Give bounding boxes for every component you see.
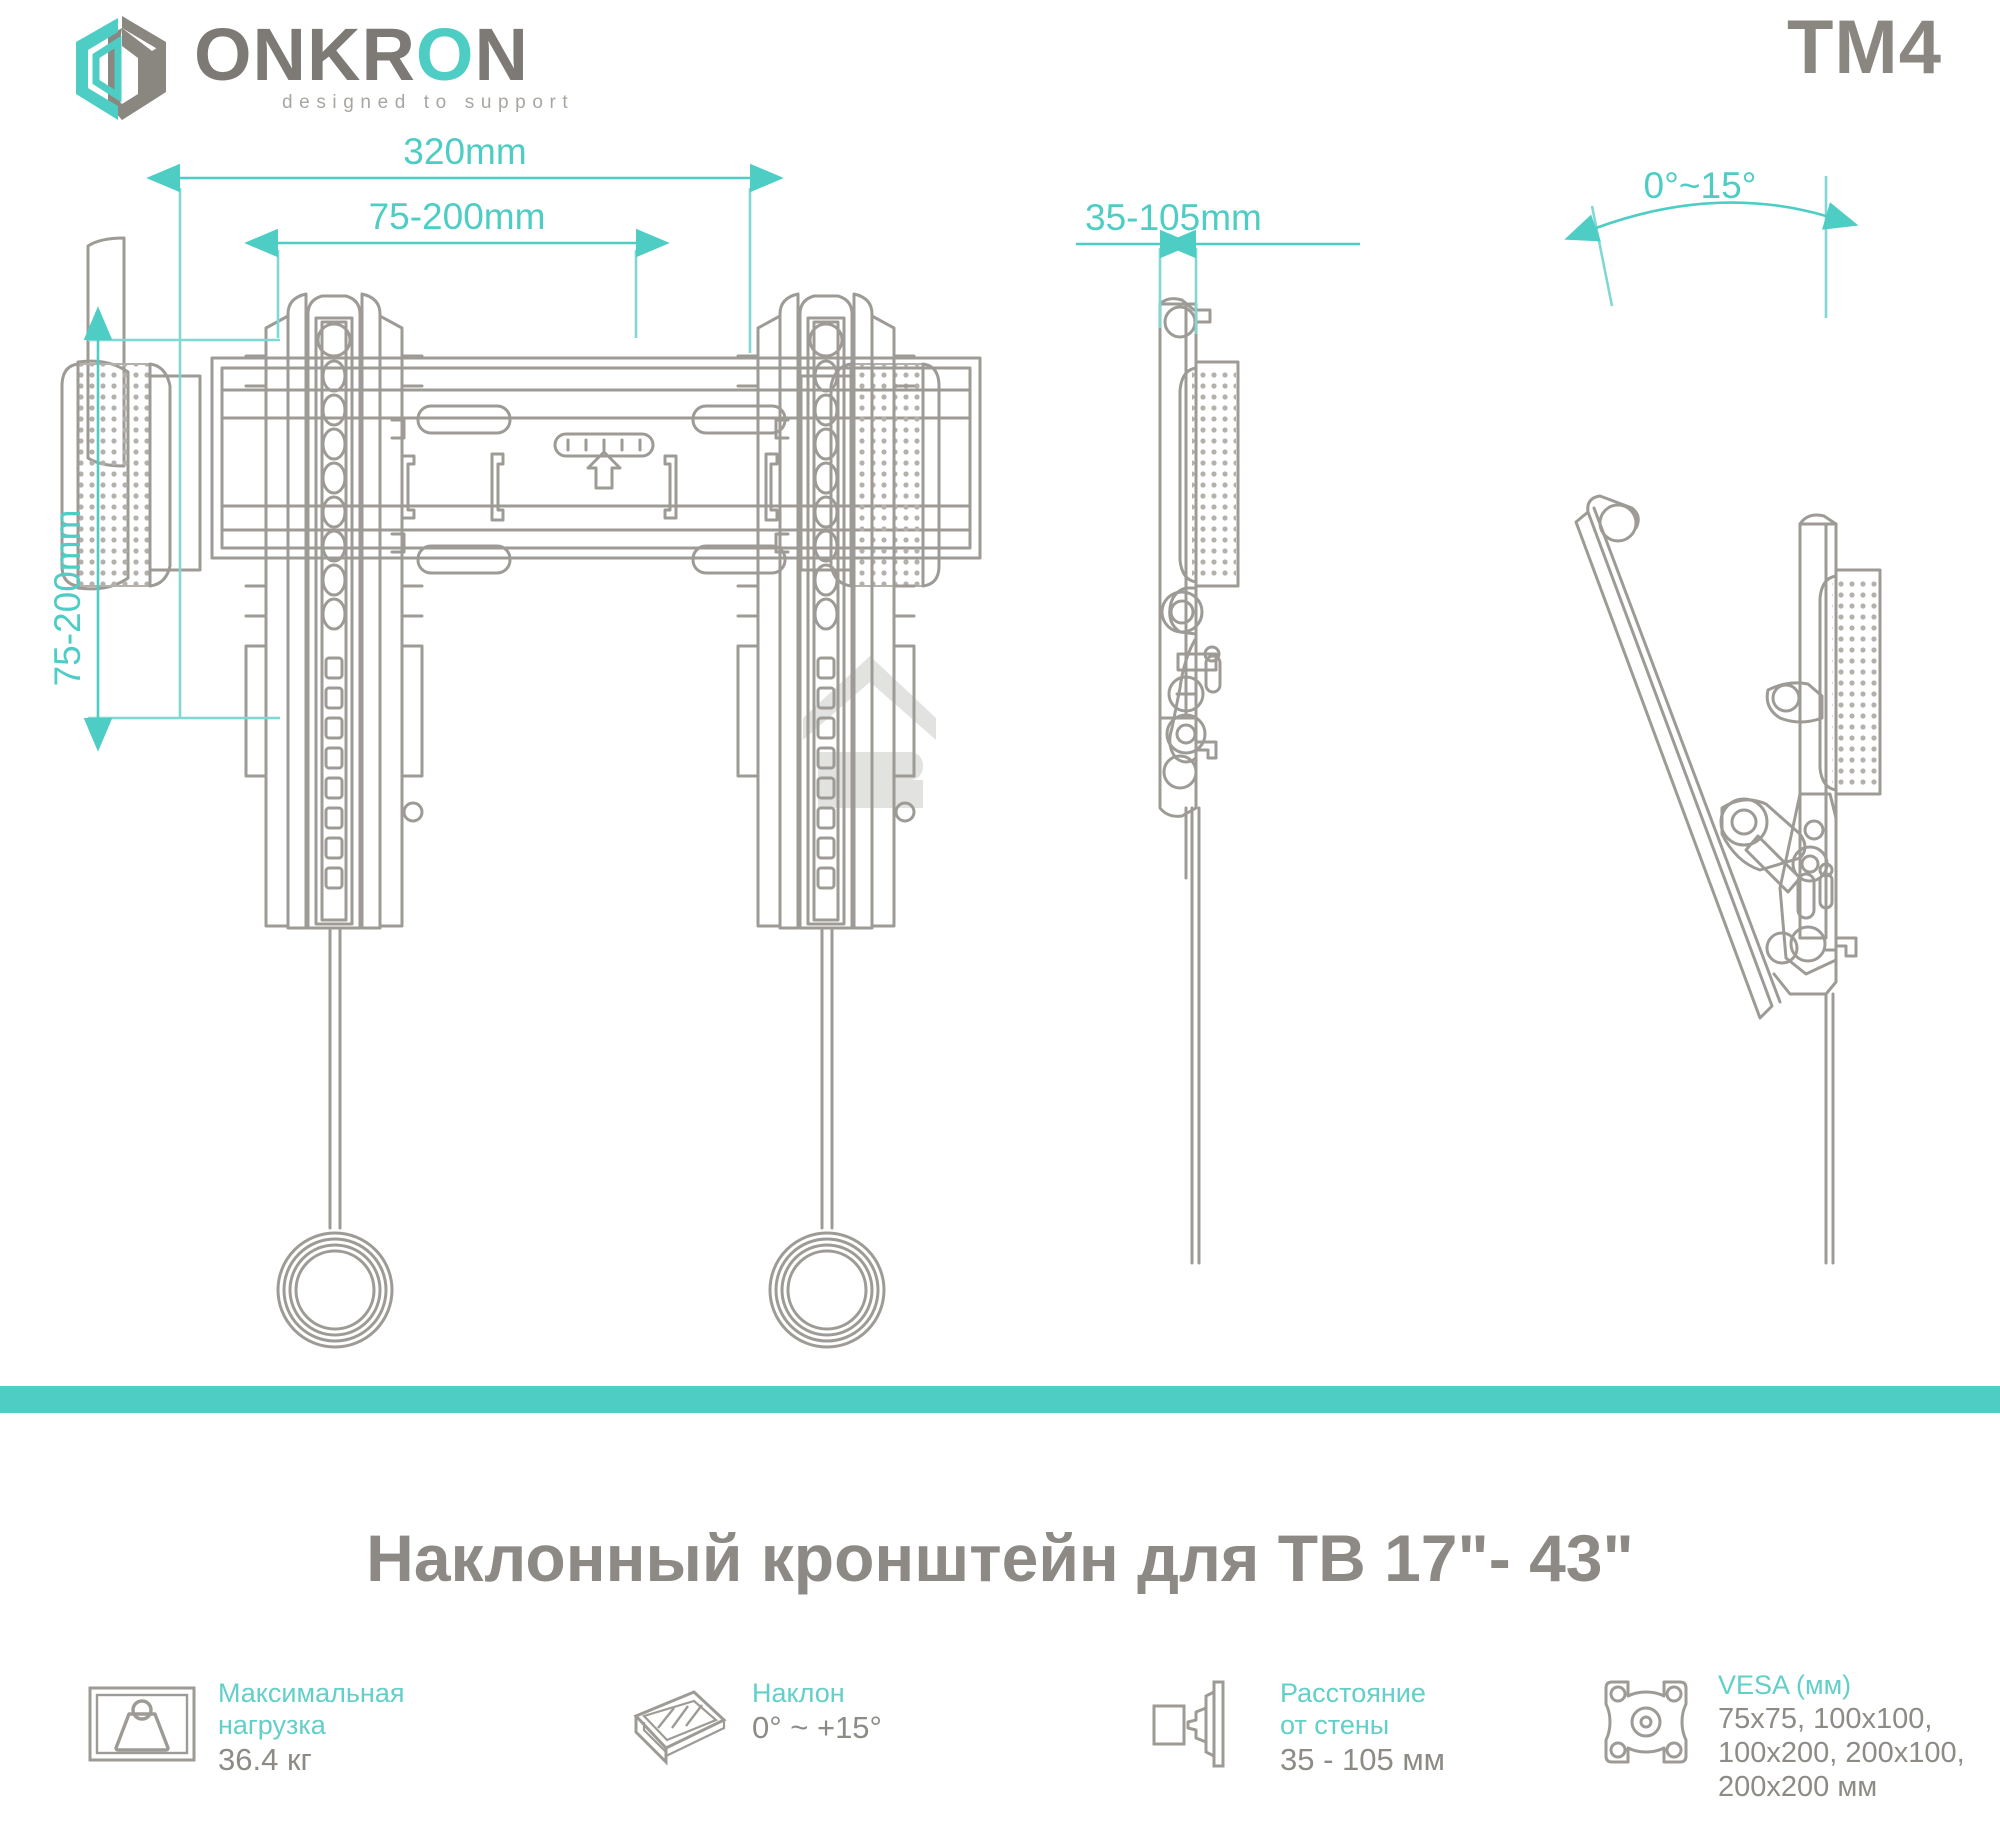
feature-tilt-label-1: Наклон [752, 1678, 845, 1708]
technical-drawing: 320mm 75-200mm 75-200mm 35-105mm 0°~15° [0, 118, 2000, 1380]
page-title: Наклонный кронштейн для ТВ 17"- 43" [366, 1521, 1634, 1595]
feature-tilt-value: 0° ~ +15° [752, 1709, 882, 1745]
feature-wall-distance: Расстояние от стены 35 - 105 мм [1148, 1678, 1445, 1778]
max-load-weight-icon [88, 1686, 196, 1762]
feature-max-load: Максимальная нагрузка 36.4 кг [86, 1678, 404, 1778]
dim-vesa-vertical: 75-200mm [47, 510, 88, 687]
feature-max-load-label-2: нагрузка [218, 1709, 326, 1740]
feature-max-load-label-1: Максимальная [218, 1678, 405, 1708]
feature-wall-distance-label-1: Расстояние [1280, 1678, 1426, 1708]
feature-vesa-value-1: 75x75, 100x100, [1718, 1702, 1933, 1735]
vesa-plate-icon [1604, 1680, 1688, 1764]
dim-vesa-horizontal: 75-200mm [369, 196, 546, 237]
dim-wall-distance: 35-105mm [1085, 197, 1262, 238]
dim-front-width: 320mm [403, 131, 526, 172]
feature-tilt: Наклон 0° ~ +15° [620, 1678, 882, 1770]
brand-logo: ONKRON designed to support [62, 8, 574, 126]
teal-divider [0, 1386, 2000, 1413]
feature-list: Максимальная нагрузка 36.4 кг Наклон 0° … [0, 1670, 2000, 1848]
feature-vesa-value-2: 100x200, 200x100, [1718, 1737, 1965, 1770]
brand-name-part2: O [415, 13, 475, 96]
brand-wordmark: ONKRON [194, 18, 574, 92]
onkron-cube-logo-icon [76, 16, 166, 120]
brand-name-part3: N [474, 13, 529, 96]
brand-name-part1: ONKR [194, 13, 416, 96]
brand-tagline: designed to support [282, 92, 575, 114]
feature-vesa: VESA (мм) 75x75, 100x100, 100x200, 200x1… [1594, 1670, 1965, 1805]
wall-distance-icon [1152, 1680, 1225, 1768]
tilt-screen-icon [633, 1690, 727, 1766]
feature-vesa-label: VESA (мм) [1718, 1670, 1852, 1700]
feature-vesa-value-3: 200x200 мм [1718, 1771, 1878, 1804]
feature-wall-distance-label-2: от стены [1280, 1709, 1390, 1740]
feature-wall-distance-value: 35 - 105 мм [1280, 1741, 1445, 1777]
model-code: TM4 [1787, 5, 1942, 90]
feature-max-load-value: 36.4 кг [218, 1741, 312, 1777]
dim-tilt-angle: 0°~15° [1644, 165, 1757, 206]
